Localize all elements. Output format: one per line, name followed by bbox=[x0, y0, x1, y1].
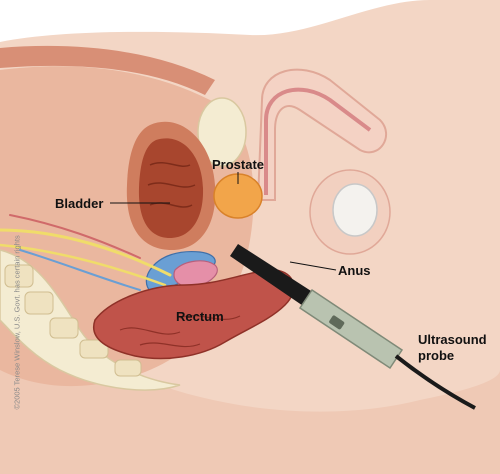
urethra bbox=[264, 87, 372, 195]
rectal-folds bbox=[119, 315, 241, 348]
ultrasound-probe bbox=[230, 244, 476, 410]
abdominal-muscle bbox=[0, 45, 215, 95]
label-anus: Anus bbox=[338, 263, 371, 278]
buttock bbox=[0, 300, 500, 474]
leader-lines bbox=[110, 172, 337, 271]
label-rectum: Rectum bbox=[176, 309, 224, 324]
label-prostate: Prostate bbox=[212, 157, 265, 172]
penis bbox=[256, 68, 387, 201]
rectum bbox=[92, 269, 295, 360]
testis bbox=[332, 183, 378, 237]
nerves-and-vessels bbox=[0, 214, 172, 291]
bladder-folds bbox=[147, 162, 196, 208]
label-ultrasound-line1: Ultrasound bbox=[418, 332, 487, 347]
label-ultrasound-line2: probe bbox=[418, 348, 455, 363]
pubic-bone bbox=[197, 97, 247, 167]
vertebrae bbox=[4, 264, 142, 377]
copyright-notice: ©2005 Terese Winslow, U.S. Govt. has cer… bbox=[12, 235, 22, 410]
label-bladder: Bladder bbox=[55, 196, 104, 211]
sacrum-bone bbox=[0, 249, 181, 391]
